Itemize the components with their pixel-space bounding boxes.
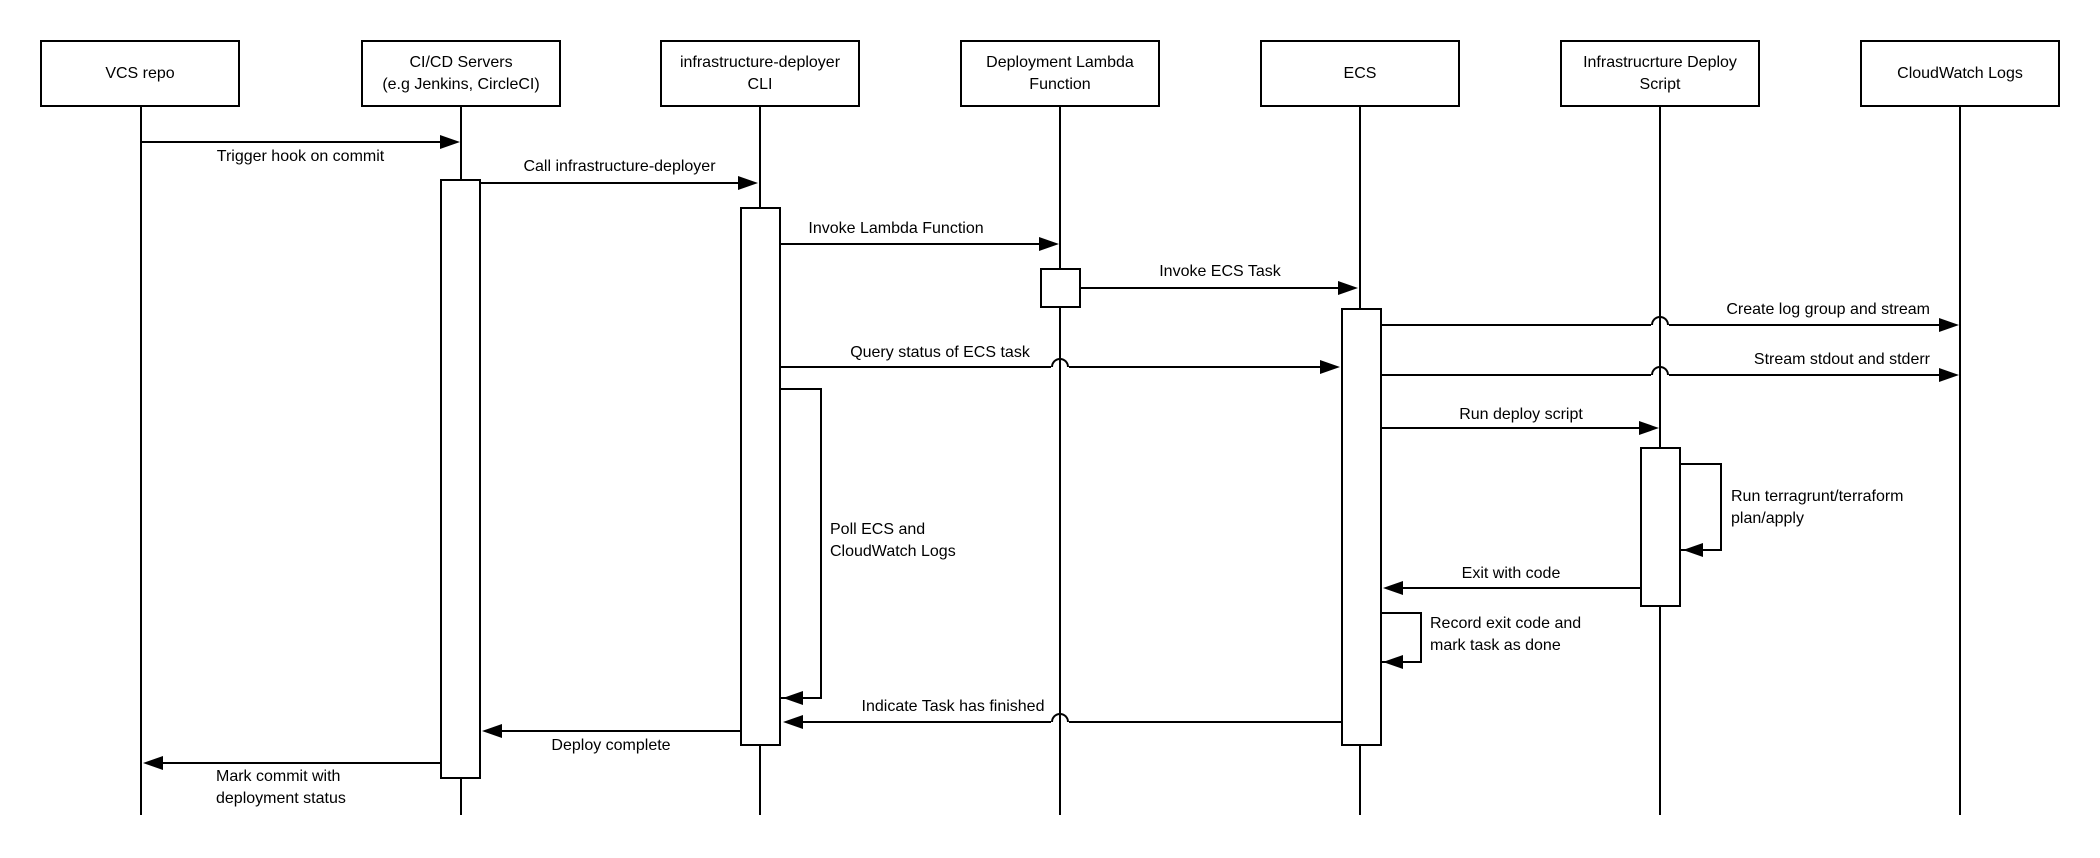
message-label-deploy-complete: Deploy complete — [551, 737, 671, 754]
message-line — [781, 243, 1041, 245]
message-label-run-deploy-script: Run deploy script — [1459, 406, 1583, 423]
line-hop — [1651, 316, 1669, 325]
participant-box-lambda-function: Deployment Lambda Function — [960, 40, 1160, 107]
lifeline-cloudwatch-logs — [1959, 107, 1961, 815]
participant-box-vcs-repo: VCS repo — [40, 40, 240, 107]
message-line — [803, 721, 1051, 723]
message-label-mark-commit: Mark commit with deployment status — [216, 768, 346, 807]
participant-box-deployer-cli: infrastructure-deployer CLI — [660, 40, 860, 107]
arrowhead-icon — [482, 724, 502, 738]
message-label-trigger-hook: Trigger hook on commit — [216, 148, 385, 165]
line-hop — [1051, 713, 1069, 722]
arrowhead-icon — [1939, 368, 1959, 382]
message-line — [1081, 287, 1341, 289]
activation-deployer-cli — [740, 207, 781, 746]
arrowhead-icon — [1383, 581, 1403, 595]
message-label-query-status: Query status of ECS task — [850, 344, 1030, 361]
message-line — [1069, 366, 1321, 368]
arrowhead-icon — [738, 176, 758, 190]
message-label-invoke-lambda: Invoke Lambda Function — [808, 220, 984, 237]
message-line — [502, 730, 740, 732]
message-line — [781, 366, 1051, 368]
message-label-run-terragrunt: Run terragrunt/terraform plan/apply — [1731, 488, 1904, 527]
message-label-create-log-group: Create log group and stream — [1726, 301, 1930, 318]
message-line — [481, 182, 740, 184]
arrowhead-icon — [1639, 421, 1659, 435]
lifeline-vcs-repo — [140, 107, 142, 815]
message-line — [163, 762, 440, 764]
activation-deploy-script — [1640, 447, 1681, 607]
arrowhead-icon — [143, 756, 163, 770]
arrowhead-icon — [440, 135, 460, 149]
message-line — [1669, 324, 1940, 326]
self-loop-poll-ecs — [781, 388, 822, 699]
participant-box-cicd-servers: CI/CD Servers (e.g Jenkins, CircleCI) — [361, 40, 561, 107]
arrowhead-icon — [1039, 237, 1059, 251]
message-label-call-deployer: Call infrastructure-deployer — [523, 158, 716, 175]
message-line — [1669, 374, 1940, 376]
participant-box-cloudwatch-logs: CloudWatch Logs — [1860, 40, 2060, 107]
arrowhead-icon — [1320, 360, 1340, 374]
arrowhead-icon — [1338, 281, 1358, 295]
message-line — [1382, 324, 1651, 326]
activation-ecs — [1341, 308, 1382, 746]
message-line — [141, 141, 441, 143]
message-line — [1403, 587, 1640, 589]
lifeline-lambda-function — [1059, 107, 1061, 815]
arrowhead-icon — [783, 691, 803, 705]
message-line — [1069, 721, 1341, 723]
message-line — [1382, 374, 1651, 376]
line-hop — [1051, 358, 1069, 367]
message-label-stream-stdout: Stream stdout and stderr — [1753, 351, 1930, 368]
message-label-invoke-ecs-task: Invoke ECS Task — [1159, 263, 1281, 280]
activation-lambda-function — [1040, 268, 1081, 308]
arrowhead-icon — [1939, 318, 1959, 332]
participant-box-deploy-script: Infrastrucrture Deploy Script — [1560, 40, 1760, 107]
participant-box-ecs: ECS — [1260, 40, 1460, 107]
activation-cicd-servers — [440, 179, 481, 779]
arrowhead-icon — [783, 715, 803, 729]
message-label-record-exit-code: Record exit code and mark task as done — [1430, 615, 1582, 654]
message-label-task-finished: Indicate Task has finished — [861, 698, 1045, 715]
line-hop — [1651, 366, 1669, 375]
message-label-exit-with-code: Exit with code — [1461, 565, 1561, 582]
arrowhead-icon — [1683, 543, 1703, 557]
arrowhead-icon — [1383, 655, 1403, 669]
message-line — [1382, 427, 1640, 429]
message-label-poll-ecs: Poll ECS and CloudWatch Logs — [830, 521, 956, 560]
self-loop-terragrunt — [1681, 463, 1722, 551]
